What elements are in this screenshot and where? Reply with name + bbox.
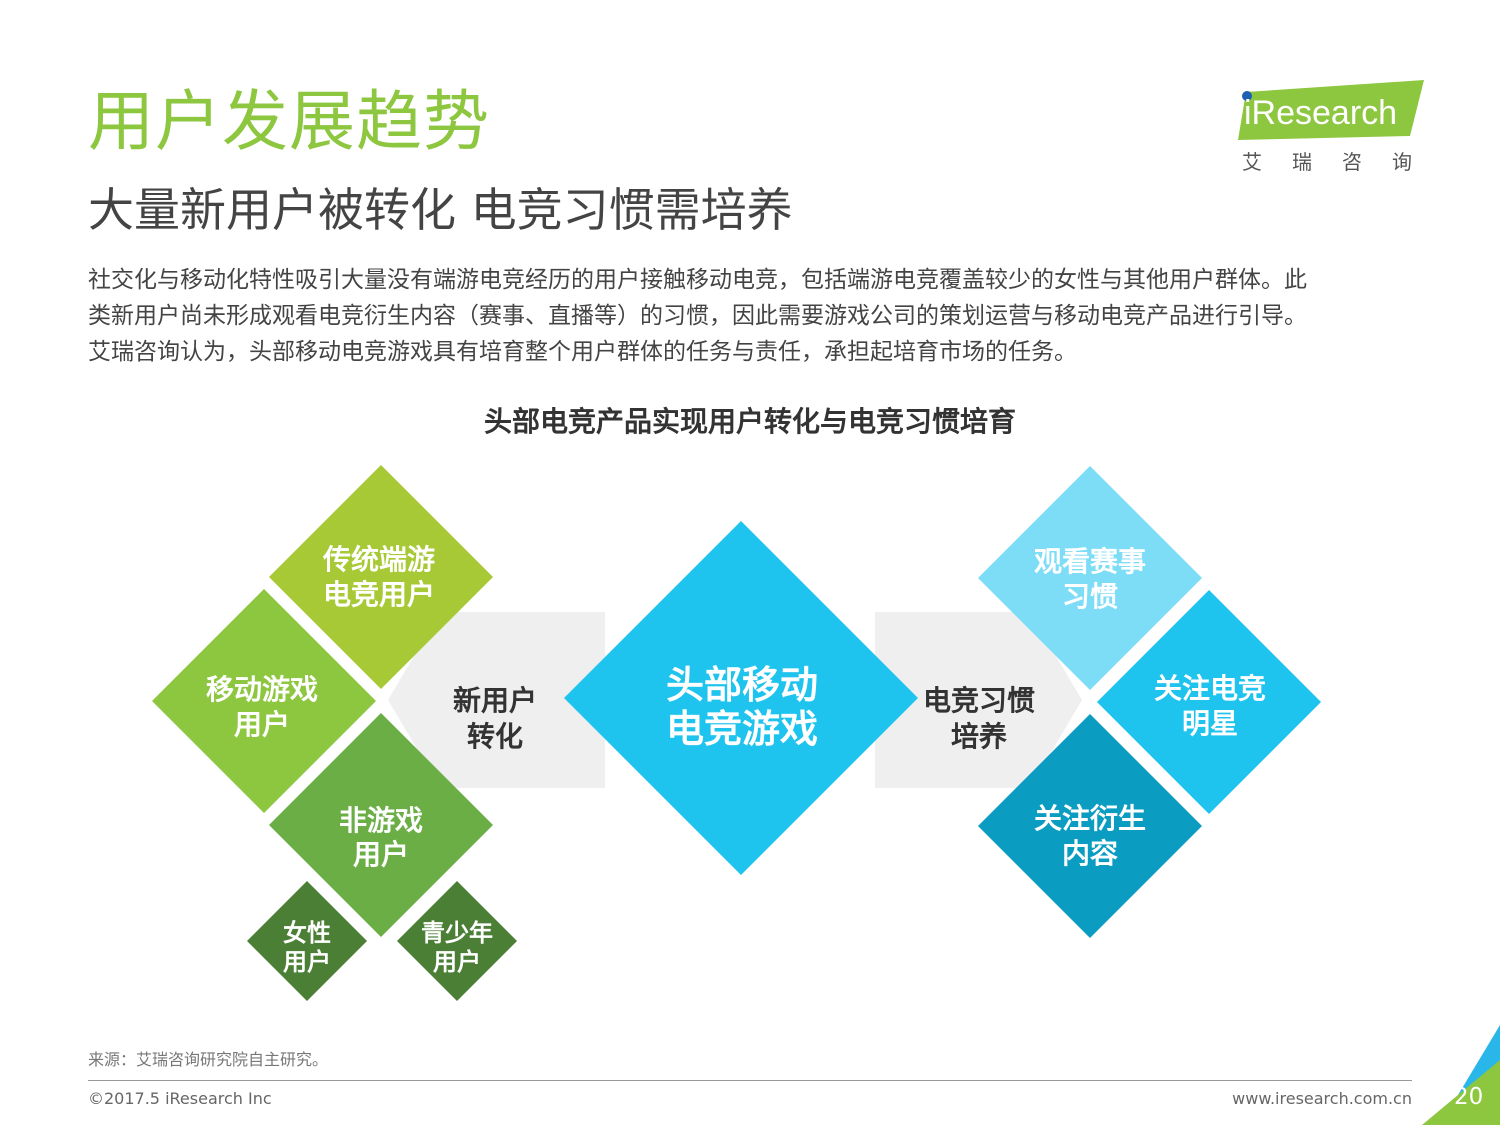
node-label: 关注电竞 <box>1154 672 1266 705</box>
website-url: www.iresearch.com.cn <box>1232 1089 1412 1108</box>
arrow-label: 培养 <box>951 720 1007 753</box>
page-subtitle: 大量新用户被转化 电竞习惯需培养 <box>88 183 793 237</box>
diamond-teen-users <box>397 881 517 1001</box>
node-label: 非游戏 <box>339 804 423 837</box>
diamond-traditional-pc-esports-users <box>269 465 493 689</box>
diamond-top-mobile-esports-games <box>564 521 918 875</box>
node-label: 青少年 <box>421 919 493 947</box>
center-label: 头部移动 <box>666 663 818 707</box>
node-label: 女性 <box>283 919 331 947</box>
diamond-female-users <box>247 881 367 1001</box>
node-label: 内容 <box>1062 837 1118 870</box>
diamond-watch-match-habit <box>978 466 1202 690</box>
diagram-title: 头部电竞产品实现用户转化与电竞习惯培育 <box>483 405 1016 438</box>
diamond-non-game-users <box>269 713 493 937</box>
arrow-label: 转化 <box>467 720 523 753</box>
arrow-label: 电竞习惯 <box>923 684 1035 717</box>
diamond-mobile-game-users <box>152 589 376 813</box>
iresearch-logo: iResearch <box>1238 78 1428 173</box>
node-label: 传统端游 <box>322 543 435 576</box>
node-label: 电竞用户 <box>323 578 435 611</box>
page-title: 用户发展趋势 <box>88 83 490 160</box>
body-paragraph: 社交化与移动化特性吸引大量没有端游电竞经历的用户接触移动电竞，包括端游电竞覆盖较… <box>88 262 1428 370</box>
body-line: 社交化与移动化特性吸引大量没有端游电竞经历的用户接触移动电竞，包括端游电竞覆盖较… <box>88 267 1307 293</box>
footer-divider <box>88 1080 1412 1081</box>
node-label: 明星 <box>1182 707 1238 740</box>
right-arrow-band <box>875 612 1082 788</box>
body-line: 艾瑞咨询认为，头部移动电竞游戏具有培育整个用户群体的任务与责任，承担起培育市场的… <box>88 339 1077 365</box>
copyright-text: ©2017.5 iResearch Inc <box>88 1089 272 1108</box>
node-label: 用户 <box>283 948 331 976</box>
center-label: 电竞游戏 <box>666 707 818 751</box>
node-label: 用户 <box>433 948 481 976</box>
node-label: 习惯 <box>1062 580 1118 613</box>
corner-decoration-icon <box>1422 1025 1500 1125</box>
arrow-label: 新用户 <box>453 684 537 717</box>
logo-banner-icon: iResearch <box>1238 80 1424 140</box>
source-note: 来源：艾瑞咨询研究院自主研究。 <box>88 1050 329 1069</box>
body-line: 类新用户尚未形成观看电竞衍生内容（赛事、直播等）的习惯，因此需要游戏公司的策划运… <box>88 303 1307 329</box>
node-label: 用户 <box>234 708 290 741</box>
left-arrow-band <box>388 612 605 788</box>
node-label: 观看赛事 <box>1034 545 1146 578</box>
logo-cn-text: 艾瑞咨询 <box>1242 150 1442 174</box>
diamond-follow-derivative-content <box>978 714 1202 938</box>
node-label: 移动游戏 <box>206 673 318 706</box>
node-label: 关注衍生 <box>1034 802 1146 835</box>
logo-text: iResearch <box>1244 94 1397 132</box>
page-number: 20 <box>1454 1084 1484 1110</box>
diamond-follow-esports-stars <box>1097 590 1321 814</box>
node-label: 用户 <box>353 838 409 871</box>
